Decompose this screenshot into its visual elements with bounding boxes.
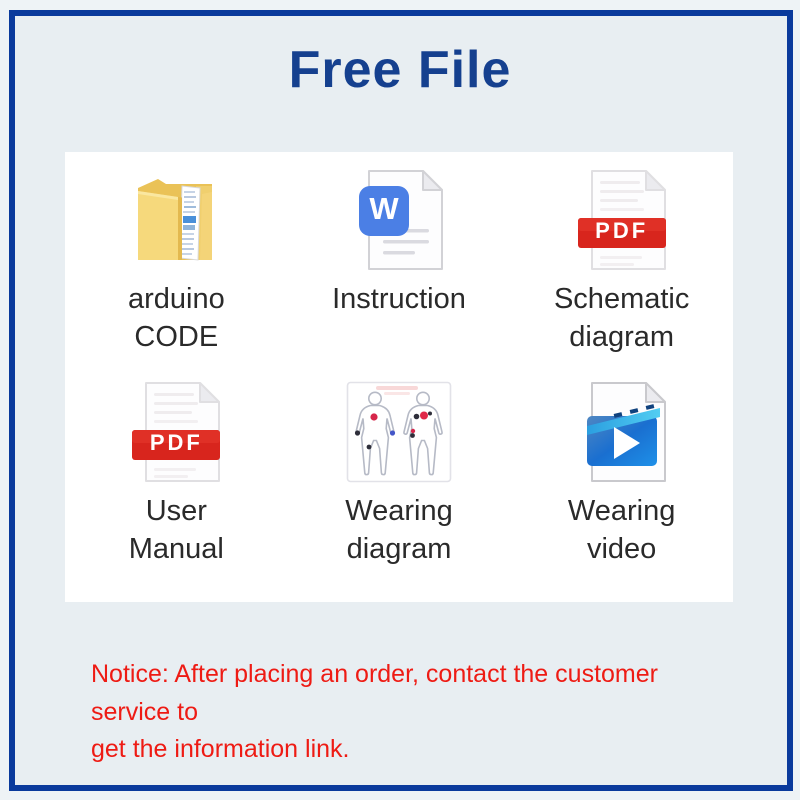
file-label: Wearing diagram	[345, 495, 453, 566]
file-item-instruction: W Instruction	[288, 166, 511, 378]
word-w-badge: W	[369, 191, 399, 226]
folder-code-icon	[128, 166, 224, 274]
file-label: Instruction	[332, 283, 466, 315]
file-item-wearing-video: Wearing video	[510, 378, 733, 602]
file-label: Schematic diagram	[553, 283, 690, 354]
pdf-file-icon: PDF	[576, 166, 668, 274]
file-label: arduino CODE	[127, 283, 225, 354]
pdf-file-icon: PDF	[130, 378, 222, 486]
notice-text: Notice: After placing an order, contact …	[91, 660, 658, 763]
file-item-user-manual: PDF User Manual	[65, 378, 288, 602]
file-item-schematic: PDF Schematic diagram	[510, 166, 733, 378]
page-title: Free File	[288, 41, 512, 99]
pdf-badge: PDF	[595, 218, 649, 243]
file-label: Wearing video	[567, 495, 676, 566]
file-label: User Manual	[128, 495, 224, 566]
word-doc-icon: W	[353, 166, 445, 274]
body-diagram-icon	[346, 378, 452, 486]
file-item-arduino-code: arduino CODE	[65, 166, 288, 378]
file-list-card: arduino CODE W Instruction	[65, 152, 733, 602]
video-file-icon	[576, 378, 668, 486]
file-item-wearing-diagram: Wearing diagram	[288, 378, 511, 602]
pdf-badge: PDF	[149, 430, 203, 455]
